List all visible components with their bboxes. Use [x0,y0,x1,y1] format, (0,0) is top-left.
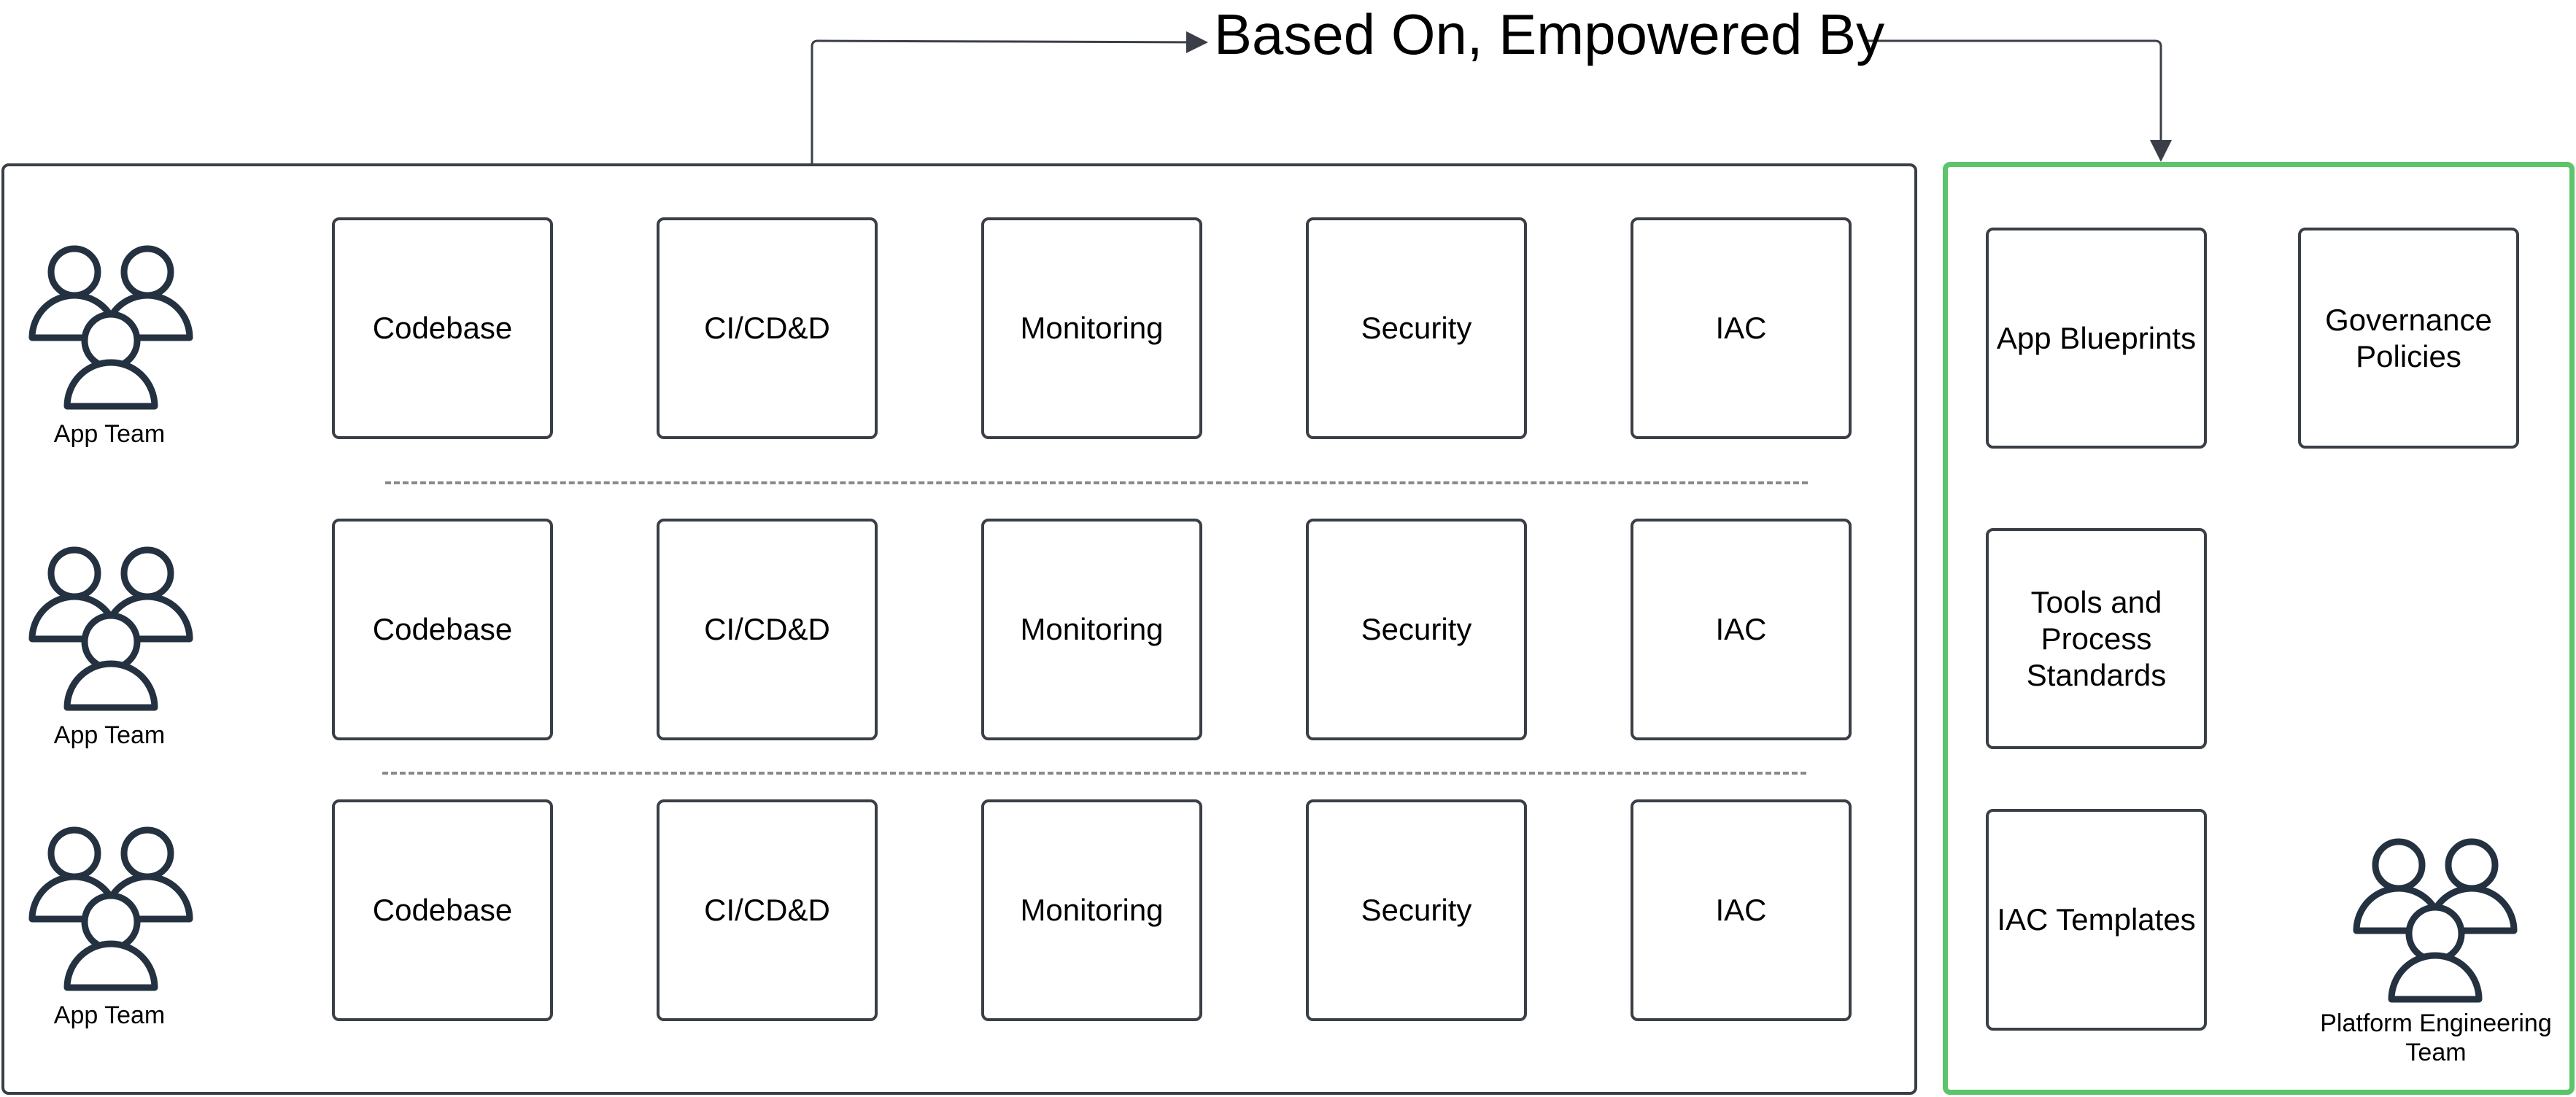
arrow-to-platform [1864,39,2172,162]
platform-label-line-1: Platform Engineering [2320,1009,2552,1037]
cicdd-block: CI/CD&D [657,519,878,740]
iac-templates-block: IAC Templates [1986,809,2207,1031]
governance-line-2: Policies [2356,338,2461,373]
tools-line-2: Process [2041,621,2152,656]
iac-block: IAC [1631,217,1852,439]
app-team-people-icon [26,544,196,713]
tools-line-3: Standards [2026,657,2167,692]
codebase-block: Codebase [332,519,553,740]
platform-label-line-2: Team [2405,1039,2467,1066]
cicdd-block: CI/CD&D [657,217,878,439]
app-team-label: App Team [53,721,166,749]
monitoring-block: Monitoring [981,799,1202,1021]
app-blueprints-block: App Blueprints [1986,228,2207,449]
team-divider [382,772,1806,775]
app-team-label: App Team [53,420,166,448]
app-teams-panel [1,163,1917,1095]
app-team-people-icon [26,243,196,412]
tools-process-standards-block: Tools and Process Standards [1986,528,2207,749]
security-block: Security [1306,217,1527,439]
codebase-block: Codebase [332,217,553,439]
monitoring-block: Monitoring [981,217,1202,439]
team-divider [385,481,1808,484]
platform-team-people-icon [2351,836,2520,1005]
platform-team-label: Platform Engineering Team [2305,1009,2567,1067]
codebase-block: Codebase [332,799,553,1021]
platform-engineering-panel [1943,162,2575,1095]
iac-block: IAC [1631,519,1852,740]
app-team-label: App Team [53,1001,166,1029]
security-block: Security [1306,519,1527,740]
cicdd-block: CI/CD&D [657,799,878,1021]
security-block: Security [1306,799,1527,1021]
governance-line-1: Governance [2325,302,2492,337]
monitoring-block: Monitoring [981,519,1202,740]
diagram-title: Based On, Empowered By [1214,2,1885,66]
tools-line-1: Tools and [2030,584,2162,619]
governance-policies-block: Governance Policies [2298,228,2519,449]
app-team-people-icon [26,824,196,993]
iac-block: IAC [1631,799,1852,1021]
arrow-to-title [811,31,1208,163]
